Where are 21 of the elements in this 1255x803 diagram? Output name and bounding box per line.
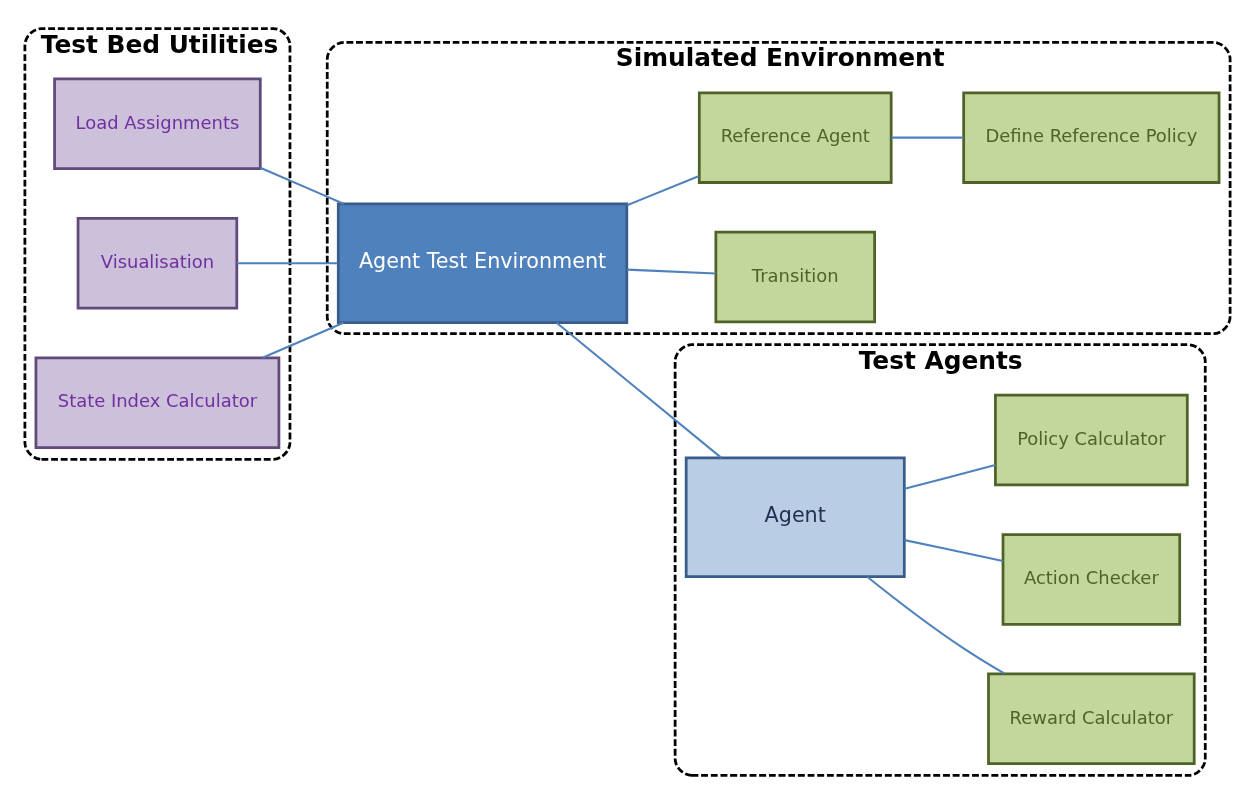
node-box: Action Checker	[1001, 532, 1182, 626]
node-box: State Index Calculator	[34, 355, 281, 449]
connector	[555, 321, 722, 458]
connector	[627, 268, 716, 275]
node-box: Visualisation	[76, 216, 239, 309]
connector	[626, 174, 700, 206]
node-box: Agent	[684, 456, 906, 578]
connector	[866, 575, 1006, 675]
node-box: Load Assignments	[53, 77, 262, 170]
node-box: Reference Agent	[697, 90, 893, 184]
node-box: Agent Test Environment	[336, 202, 629, 324]
connector	[904, 463, 996, 490]
node-box: Policy Calculator	[994, 393, 1189, 486]
connector	[262, 321, 344, 359]
connector	[904, 538, 1004, 562]
connector	[891, 136, 964, 139]
connector	[259, 166, 344, 205]
node-box: Transition	[714, 230, 876, 323]
connector	[236, 261, 338, 264]
node-box: Define Reference Policy	[962, 90, 1221, 184]
node-box: Reward Calculator	[987, 672, 1196, 765]
